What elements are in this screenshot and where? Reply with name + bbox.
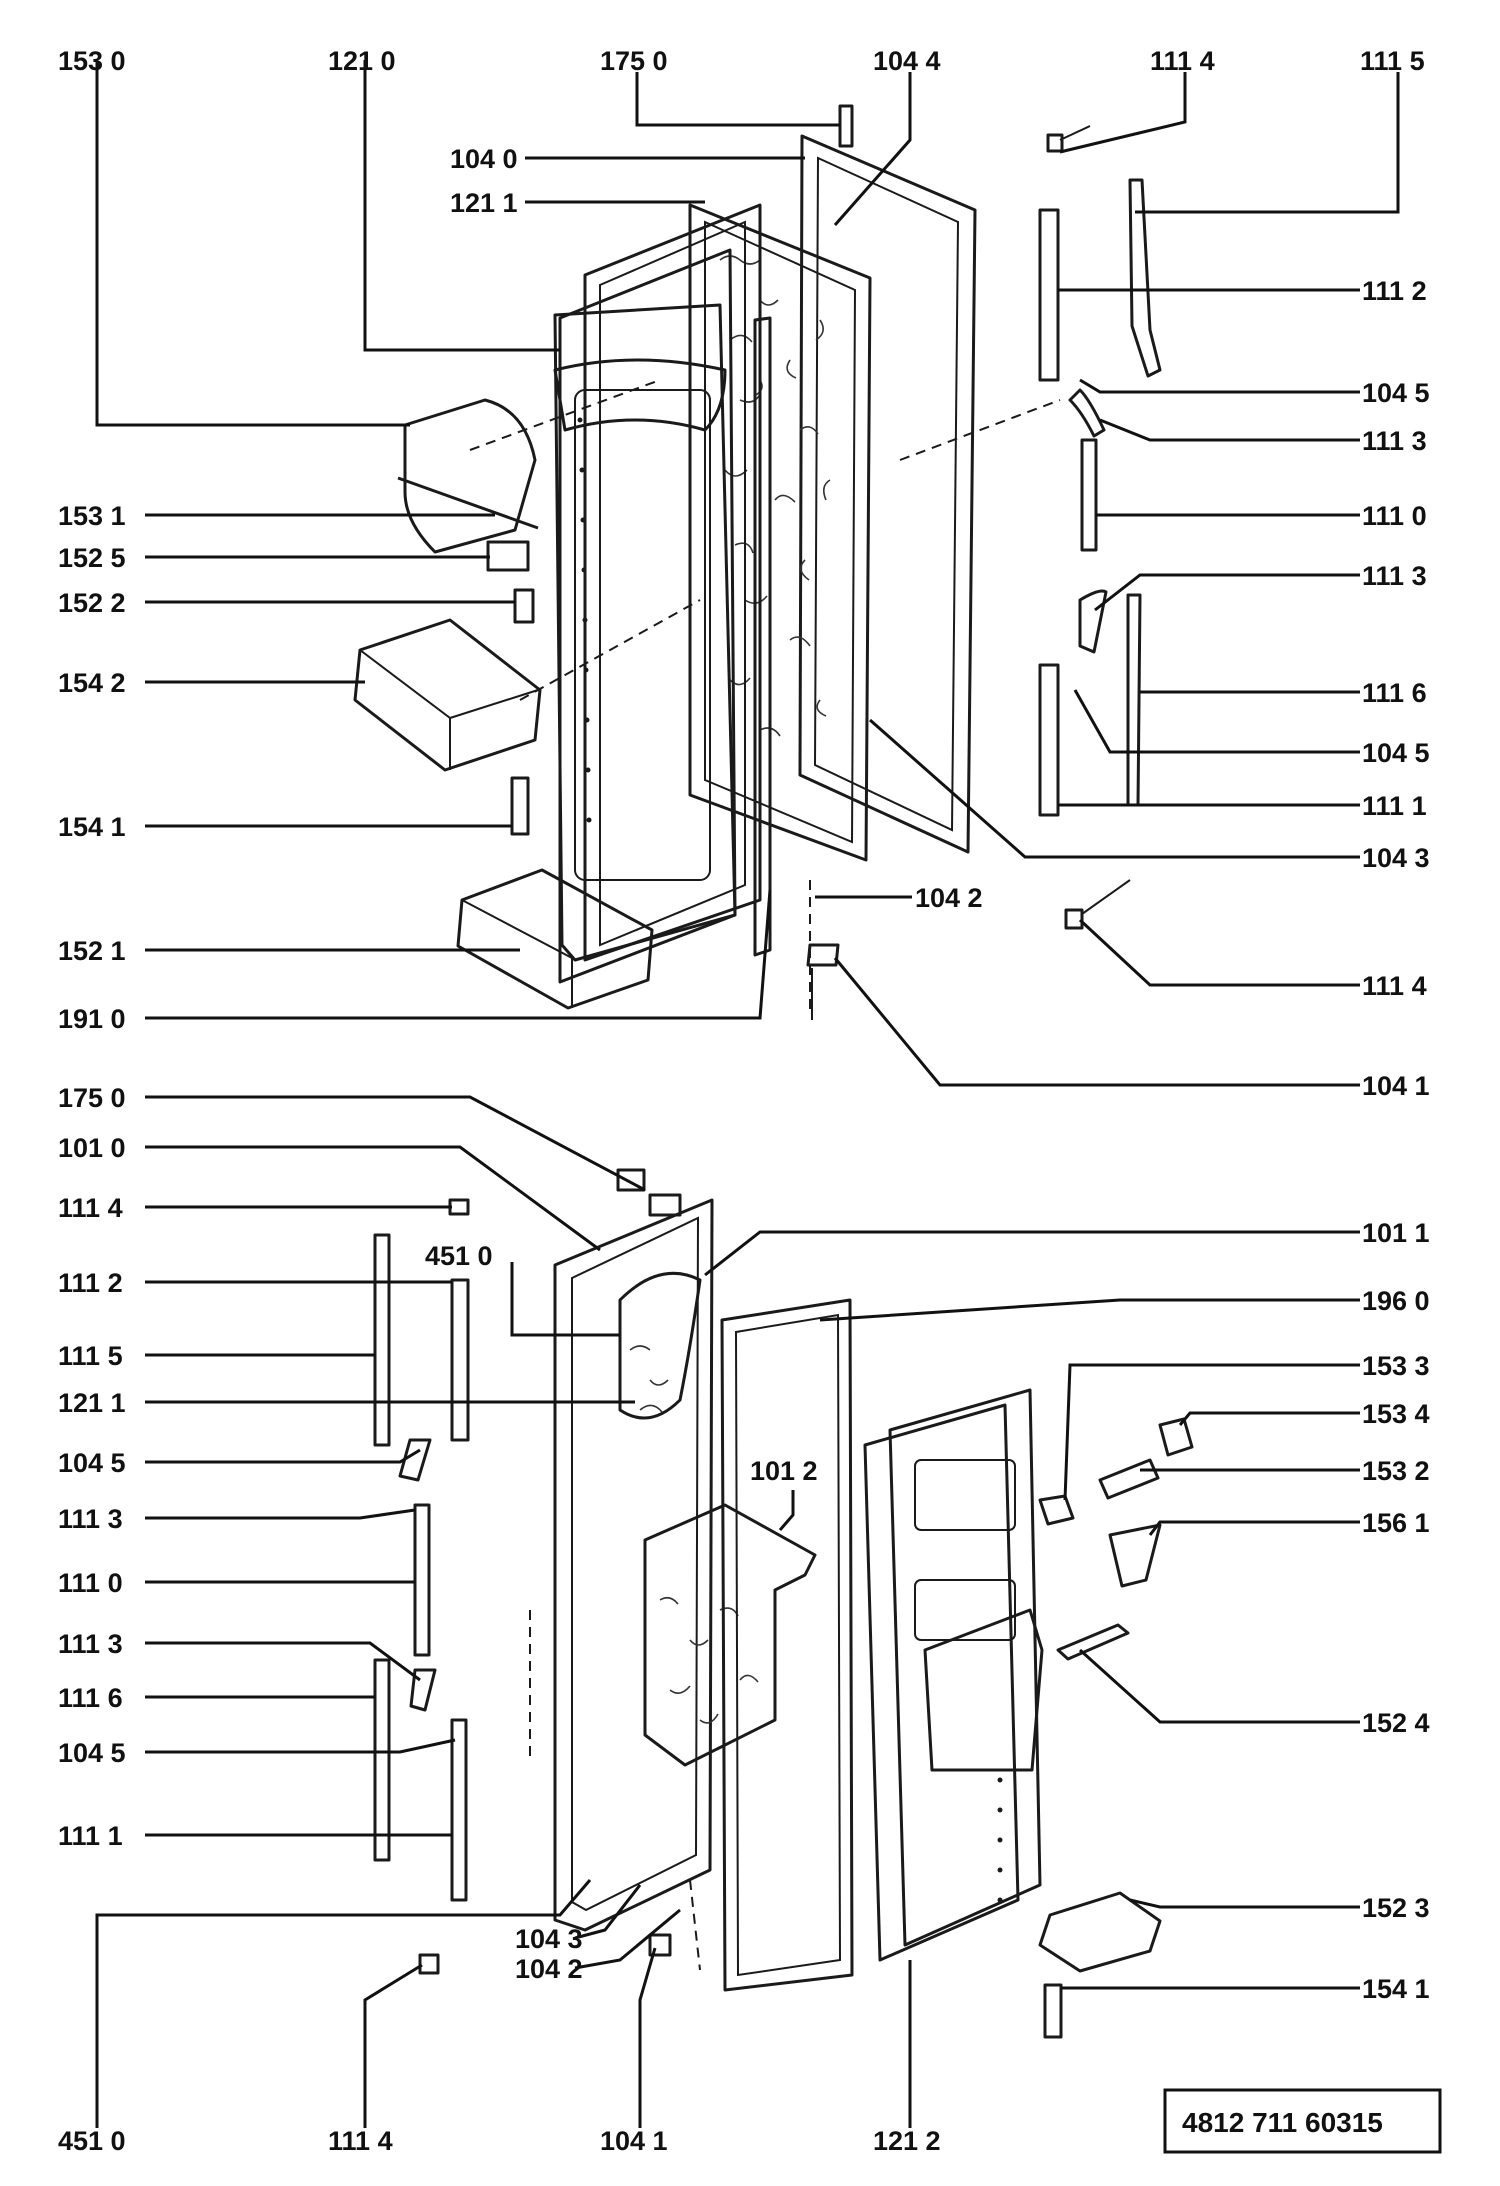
callout-152-2: 152 2 [58, 588, 126, 618]
foam-insulation-panel [688, 203, 872, 862]
callout-111-1-b: 111 1 [58, 1821, 123, 1851]
document-number-box: 4812 711 60315 [1163, 2088, 1442, 2154]
callout-111-3-c: 111 3 [58, 1504, 123, 1534]
door-gasket [720, 1298, 854, 1992]
callout-111-0-b: 111 0 [58, 1568, 123, 1598]
callout-152-1: 152 1 [58, 936, 126, 966]
callout-191-0: 191 0 [58, 1004, 126, 1034]
callout-111-6-b: 111 6 [58, 1683, 123, 1713]
callout-111-4-c: 111 4 [58, 1193, 123, 1223]
leader-lines [95, 60, 1400, 2128]
callout-111-3-d: 111 3 [58, 1629, 123, 1659]
hinge-cover-left [1038, 208, 1060, 382]
document-number: 4812 711 60315 [1182, 2107, 1383, 2138]
shelf-guard [403, 398, 537, 554]
callout-175-0-b: 175 0 [58, 1083, 126, 1113]
callout-153-0: 153 0 [58, 46, 126, 76]
callout-104-1: 104 1 [1362, 1071, 1430, 1101]
callout-111-5: 111 5 [1360, 46, 1425, 76]
door-bin-large [353, 618, 542, 772]
callout-196-0: 196 0 [1362, 1286, 1430, 1316]
callout-121-1-b: 121 1 [58, 1388, 126, 1418]
callout-153-2: 153 2 [1362, 1456, 1430, 1486]
callout-111-6: 111 6 [1362, 678, 1427, 708]
callout-121-0: 121 0 [328, 46, 396, 76]
callout-111-2-b: 111 2 [58, 1268, 123, 1298]
callout-104-5-a: 104 5 [1362, 378, 1430, 408]
lower-callout-labels: 175 0 101 0 111 4 451 0 111 2 111 5 121 … [58, 1083, 1430, 2156]
callout-154-1-b: 154 1 [1362, 1974, 1430, 2004]
callout-104-3: 104 3 [1362, 843, 1430, 873]
dispenser-door-liner [863, 1403, 1020, 1962]
callout-104-2: 104 2 [915, 883, 983, 913]
callout-152-3: 152 3 [1362, 1893, 1430, 1923]
callout-153-1: 153 1 [58, 501, 126, 531]
callout-451-0-a: 451 0 [425, 1241, 493, 1271]
callout-104-0: 104 0 [450, 144, 518, 174]
upper-door-assembly [353, 104, 1162, 1020]
callout-451-0-b: 451 0 [58, 2126, 126, 2156]
water-tank [643, 1503, 817, 1767]
callout-104-4: 104 4 [873, 46, 941, 76]
callout-121-2: 121 2 [873, 2126, 941, 2156]
callout-152-4: 152 4 [1362, 1708, 1430, 1738]
callout-154-2: 154 2 [58, 668, 126, 698]
callout-111-4-d: 111 4 [328, 2126, 393, 2156]
upper-callout-labels: 153 0 121 0 175 0 104 4 111 4 111 5 104 … [58, 46, 1430, 1101]
callout-111-4-b: 111 4 [1362, 971, 1427, 1001]
callout-111-2: 111 2 [1362, 276, 1427, 306]
callout-111-4: 111 4 [1150, 46, 1215, 76]
callout-111-3-a: 111 3 [1362, 426, 1427, 456]
callout-121-1: 121 1 [450, 188, 518, 218]
callout-101-0: 101 0 [58, 1133, 126, 1163]
outer-door-panel [798, 134, 977, 854]
callout-104-5-d: 104 5 [58, 1738, 126, 1768]
callout-111-3-b: 111 3 [1362, 561, 1427, 591]
lower-outer-door [553, 1198, 714, 1932]
callout-153-4: 153 4 [1362, 1399, 1430, 1429]
callout-154-1: 154 1 [58, 812, 126, 842]
inner-door-liner [553, 303, 737, 962]
callout-111-5-b: 111 5 [58, 1341, 123, 1371]
callout-111-0: 111 0 [1362, 501, 1427, 531]
hinge-cover-strip [1128, 178, 1162, 378]
callout-101-1: 101 1 [1362, 1218, 1430, 1248]
callout-153-3: 153 3 [1362, 1351, 1430, 1381]
callout-175-0: 175 0 [600, 46, 668, 76]
callout-152-5: 152 5 [58, 543, 126, 573]
callout-104-3-b: 104 3 [515, 1924, 583, 1954]
callout-104-5-c: 104 5 [58, 1448, 126, 1478]
lower-door-assembly [373, 1168, 1194, 2039]
callout-101-2: 101 2 [750, 1456, 818, 1486]
callout-104-5-b: 104 5 [1362, 738, 1430, 768]
callout-111-1: 111 1 [1362, 791, 1427, 821]
callout-104-2-b: 104 2 [515, 1954, 583, 1984]
callout-156-1: 156 1 [1362, 1508, 1430, 1538]
door-bin-small [456, 868, 654, 1010]
callout-104-1-b: 104 1 [600, 2126, 668, 2156]
